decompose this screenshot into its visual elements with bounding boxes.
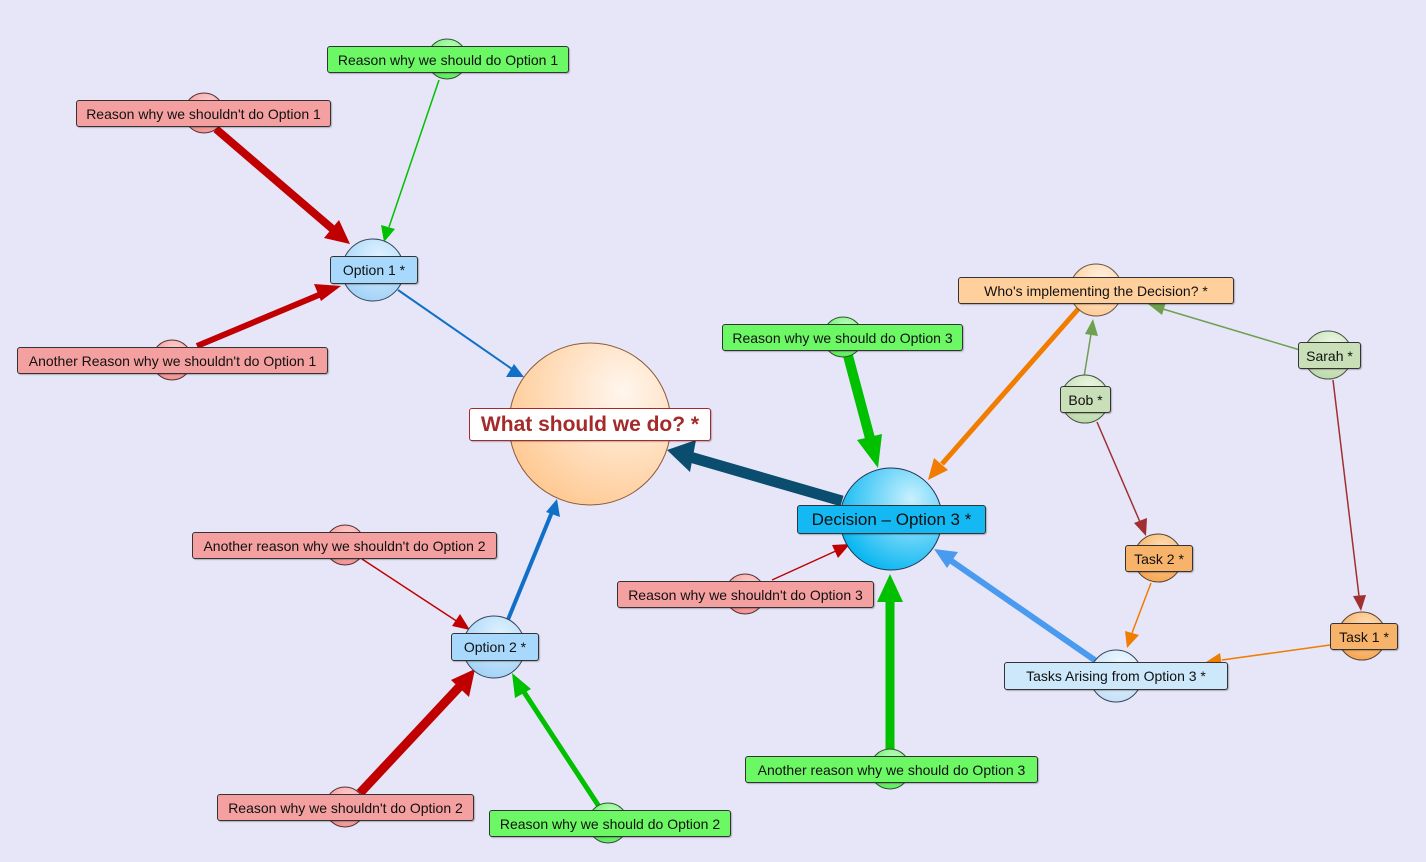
link-con2-option2 — [361, 558, 459, 623]
con-option1-node-label[interactable]: Reason why we shouldn't do Option 1 — [76, 100, 331, 127]
arrowhead-pro-option2 — [512, 673, 531, 698]
con2-option1-node-label[interactable]: Another Reason why we shouldn't do Optio… — [17, 347, 328, 374]
arrowhead-option2-question — [546, 499, 560, 517]
arrowhead-bob-implementer — [1085, 319, 1098, 336]
link-sarah-implementer — [1162, 308, 1301, 351]
pro-option1-node-label[interactable]: Reason why we should do Option 1 — [327, 46, 569, 73]
arrowhead-pro2-decision — [877, 574, 903, 602]
arrowhead-sarah-task1 — [1353, 595, 1366, 611]
pro-option3-node-label[interactable]: Reason why we should do Option 3 — [722, 324, 963, 351]
task2-node-label[interactable]: Task 2 * — [1125, 545, 1193, 572]
link-con-option2 — [356, 680, 466, 797]
link-pro-option1 — [388, 79, 440, 228]
arrowhead-tasks-decision — [934, 549, 958, 568]
bob-node-label[interactable]: Bob * — [1060, 386, 1111, 413]
link-pro-decision — [842, 350, 876, 444]
link-tasks-decision — [948, 557, 1098, 664]
link-option1-question — [397, 289, 513, 370]
link-task1-tasks — [1221, 644, 1331, 661]
link-option2-question — [505, 511, 554, 623]
arrowhead-con-option2 — [451, 669, 475, 697]
arrowhead-bob-task2 — [1134, 518, 1147, 536]
link-con-option1 — [213, 125, 339, 236]
link-decision-question — [688, 451, 844, 507]
con-option2-node-label[interactable]: Reason why we shouldn't do Option 2 — [217, 794, 474, 821]
link-bob-implementer — [1083, 333, 1092, 378]
decision-node-label[interactable]: Decision – Option 3 * — [797, 505, 986, 534]
link-task2-tasks — [1131, 582, 1152, 634]
arrowhead-con-option1 — [324, 220, 350, 244]
arrowhead-con2-option1 — [314, 284, 341, 301]
option2-node-label[interactable]: Option 2 * — [451, 633, 539, 661]
arrowhead-pro-option1 — [381, 225, 395, 242]
arrowhead-option1-question — [506, 364, 524, 377]
sarah-node-label[interactable]: Sarah * — [1298, 342, 1361, 369]
option1-node-label[interactable]: Option 1 * — [330, 256, 418, 284]
con2-option2-node-label[interactable]: Another reason why we shouldn't do Optio… — [192, 532, 497, 559]
link-pro-option2 — [519, 687, 603, 810]
link-bob-task2 — [1096, 421, 1141, 523]
task1-node-label[interactable]: Task 1 * — [1330, 623, 1398, 650]
con-option3-node-label[interactable]: Reason why we shouldn't do Option 3 — [617, 581, 874, 608]
link-con2-option1 — [195, 289, 328, 349]
pro2-option3-node-label[interactable]: Another reason why we should do Option 3 — [745, 756, 1038, 783]
implementer-node-label[interactable]: Who's implementing the Decision? * — [958, 277, 1234, 304]
arrowhead-decision-question — [667, 440, 696, 472]
link-sarah-task1 — [1332, 379, 1360, 597]
arrowhead-con-decision — [832, 544, 850, 558]
arrowhead-task2-tasks — [1125, 631, 1139, 648]
question-node-label[interactable]: What should we do? * — [469, 408, 711, 441]
arrowhead-sarah-implementer — [1148, 302, 1166, 315]
arrowhead-con2-option2 — [452, 614, 470, 630]
tasks-node-label[interactable]: Tasks Arising from Option 3 * — [1004, 662, 1228, 690]
link-implementer-decision — [940, 305, 1082, 466]
link-con-decision — [771, 549, 839, 581]
arrowhead-pro-decision — [857, 434, 882, 468]
arrowhead-implementer-decision — [928, 458, 948, 480]
pro-option2-node-label[interactable]: Reason why we should do Option 2 — [489, 810, 731, 837]
